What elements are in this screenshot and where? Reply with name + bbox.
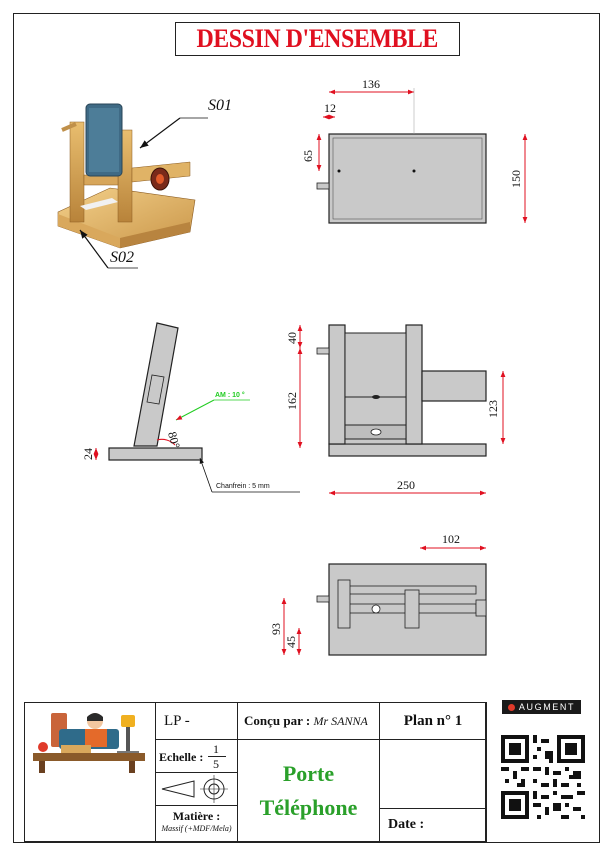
matiere-value: Massif (+MDF/Mela): [161, 824, 232, 833]
am-label: AM : 10 °: [215, 391, 245, 399]
blank-cell: [379, 739, 487, 809]
chanfrein-label: Chanfrein : 5 mm: [216, 483, 270, 490]
projection-symbol-icon: [161, 775, 228, 803]
date-label: Date :: [388, 817, 425, 832]
front-view-base: [328, 443, 487, 457]
dim-150: 150: [509, 170, 523, 188]
dim-45: 45: [284, 636, 298, 648]
title-block: LP - Conçu par : Mr SANNA Plan n° 1 Eche…: [24, 702, 487, 842]
callout-s01: S01: [208, 97, 232, 114]
echelle-cell: Echelle : 1 5: [155, 739, 238, 773]
dim-40: 40: [285, 332, 299, 344]
bottom-view: 102 93 45: [269, 532, 487, 656]
augment-label: AUGMENT: [518, 702, 576, 712]
matiere-cell: Matière : Massif (+MDF/Mela): [155, 805, 238, 842]
dim-12: 12: [324, 101, 336, 115]
augment-badge[interactable]: AUGMENT: [502, 700, 581, 714]
echelle-label: Echelle :: [159, 750, 204, 764]
plan-number: Plan n° 1: [403, 712, 463, 729]
dim-93: 93: [269, 623, 283, 635]
side-view: 80° 24 AM : 10 ° Chanfrein : 5 mm: [81, 322, 300, 493]
dim-80deg: 80°: [165, 430, 183, 450]
lp-label: LP -: [164, 712, 190, 729]
base-front: [58, 214, 120, 248]
plan-cell: Plan n° 1: [379, 702, 487, 740]
projection-cell: [155, 772, 238, 806]
isometric-view: [57, 103, 196, 249]
side-view-base: [108, 447, 203, 461]
front-view: 40 162 123 250: [285, 324, 506, 496]
drawing-frame: [13, 13, 600, 843]
workshop-illustration: [29, 707, 149, 777]
page-title: DESSIN D'ENSEMBLE: [196, 24, 439, 53]
title-box: DESSIN D'ENSEMBLE: [175, 22, 460, 56]
top-view: 136 12 65 150: [301, 77, 528, 224]
qr-code-icon[interactable]: [497, 731, 589, 823]
dim-250: 250: [397, 478, 415, 492]
phone-screen: [89, 108, 119, 172]
matiere-label: Matière :: [172, 809, 221, 823]
dim-162: 162: [285, 392, 299, 410]
dim-136: 136: [362, 77, 380, 91]
logo-cell: [25, 703, 156, 841]
post-left: [69, 121, 85, 223]
concu-value: Mr SANNA: [313, 713, 368, 728]
concu-cell: Conçu par : Mr SANNA: [237, 702, 380, 740]
lp-cell: LP -: [155, 702, 238, 740]
product-name-line1: Porte: [282, 760, 335, 786]
echelle-numerator: 1: [213, 742, 219, 756]
dim-24: 24: [81, 448, 95, 460]
dim-102: 102: [442, 532, 460, 546]
augment-logo-icon: [507, 703, 515, 711]
callout-s02: S02: [110, 249, 134, 266]
dim-65: 65: [301, 150, 315, 162]
concu-label: Conçu par :: [244, 713, 311, 728]
base-side: [120, 222, 190, 248]
date-cell: Date :: [379, 808, 487, 842]
dim-123: 123: [486, 400, 500, 418]
top-view-body: [328, 133, 487, 224]
product-name-line2: Téléphone: [259, 794, 358, 820]
product-cell: Porte Téléphone: [237, 739, 380, 842]
echelle-denominator: 5: [213, 757, 219, 771]
